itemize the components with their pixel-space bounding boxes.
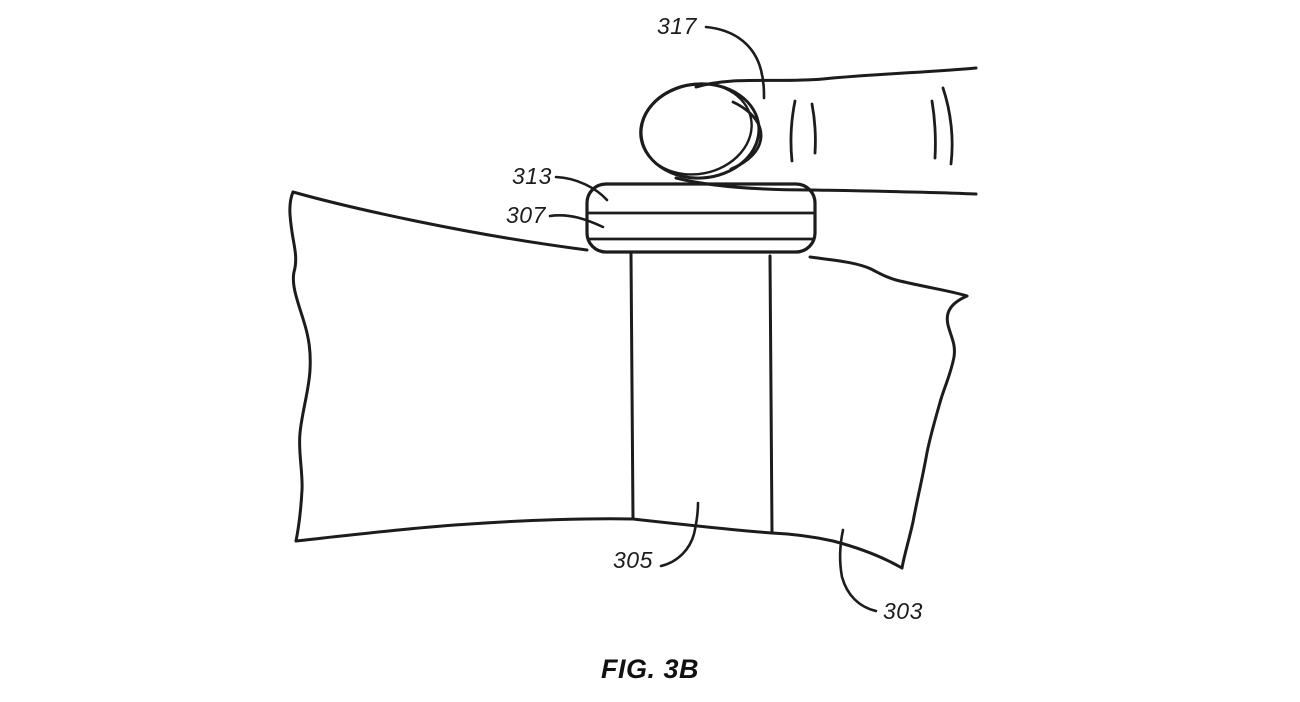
leader-lines	[548, 25, 878, 613]
ref-label-317: 317	[657, 13, 697, 39]
wrist-right-edge	[900, 294, 969, 570]
wrist-bottom-edge-right	[770, 531, 904, 570]
fingernail-inner-arc	[729, 100, 763, 171]
wrist-left-edge	[288, 190, 312, 543]
ref-label-313: 313	[512, 163, 552, 189]
ref-label-307: 307	[506, 202, 546, 228]
band-bottom-edge	[631, 517, 774, 535]
knuckle-crease-icon	[789, 99, 797, 163]
knuckle-crease-icon	[810, 102, 817, 155]
wrist-bottom-edge-left	[294, 517, 635, 543]
finger-underside-edge	[674, 176, 978, 196]
watch-band	[629, 252, 774, 535]
knuckle-crease-icon	[941, 86, 954, 166]
leader-line-305	[659, 501, 700, 568]
leader-line-317	[704, 25, 766, 100]
finger-top-edge	[694, 66, 978, 89]
device-outline	[585, 182, 817, 254]
fingernail-sketch-stroke	[639, 82, 753, 176]
knuckle-crease-icon	[930, 99, 937, 160]
band-right-edge	[768, 254, 774, 535]
wrist-outline	[288, 190, 969, 570]
band-left-edge	[629, 252, 635, 521]
leader-line-313	[554, 175, 609, 202]
finger-outline	[639, 66, 978, 196]
wrist-top-edge-left	[291, 190, 589, 252]
figure-caption: FIG. 3B	[600, 654, 699, 684]
leader-line-303	[838, 528, 878, 613]
wrist-top-edge-right	[808, 255, 969, 298]
ref-label-305: 305	[613, 547, 653, 573]
fingernail-icon	[639, 82, 761, 180]
device-body	[585, 182, 817, 254]
leader-line-307	[548, 214, 605, 229]
ref-label-303: 303	[883, 598, 923, 624]
